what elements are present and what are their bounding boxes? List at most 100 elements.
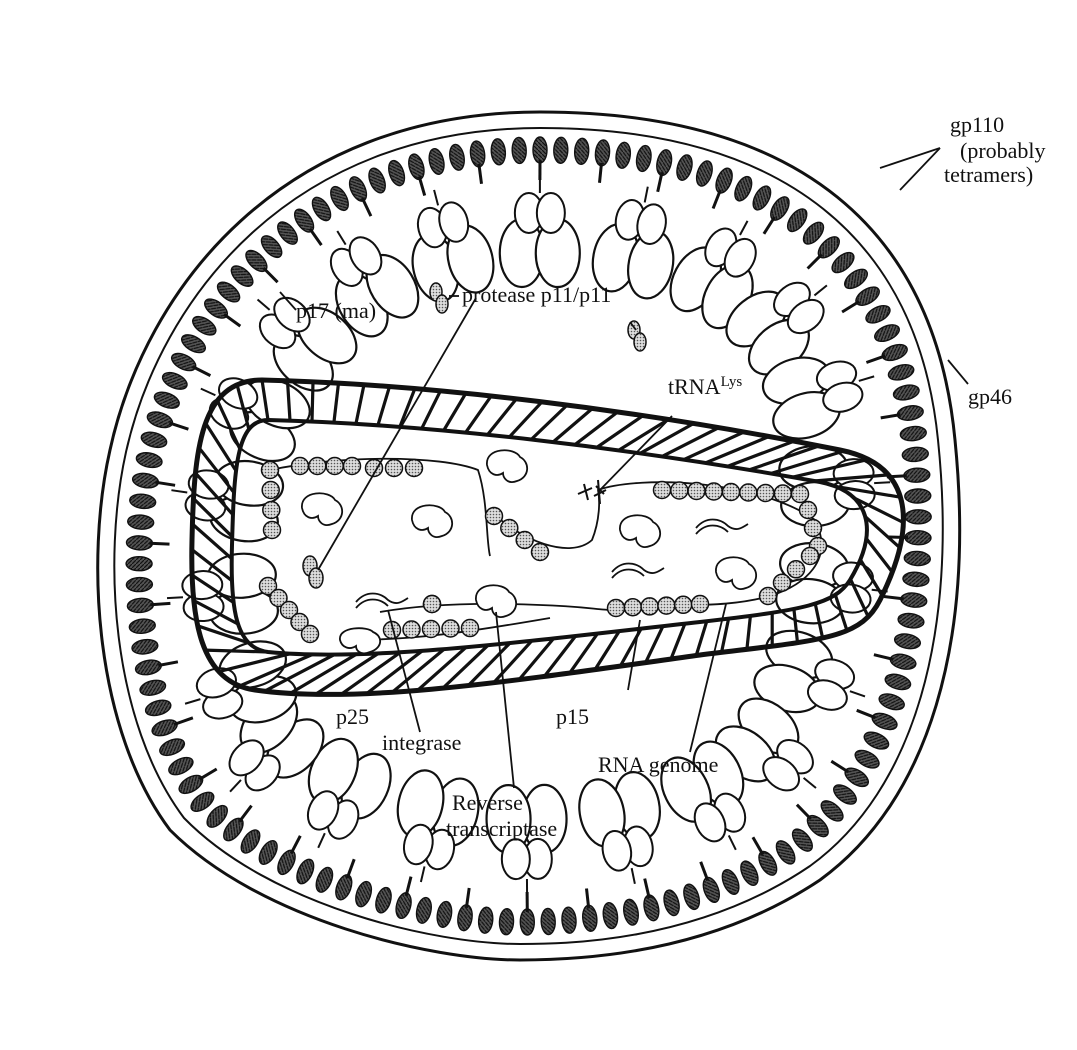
matrix-protein bbox=[520, 909, 534, 935]
matrix-protein bbox=[581, 905, 598, 932]
nucleocapsid-bead bbox=[423, 621, 440, 638]
matrix-spoke bbox=[888, 537, 908, 538]
nucleocapsid-bead bbox=[486, 508, 503, 525]
matrix-spoke bbox=[753, 837, 763, 854]
matrix-protein bbox=[719, 867, 742, 896]
nucleocapsid-beads bbox=[260, 458, 827, 643]
matrix-protein bbox=[499, 908, 514, 935]
matrix-protein bbox=[905, 530, 931, 545]
matrix-protein bbox=[713, 166, 736, 195]
matrix-protein bbox=[750, 183, 775, 213]
matrix-spoke bbox=[264, 268, 278, 282]
matrix-spoke bbox=[419, 176, 425, 195]
matrix-protein bbox=[256, 838, 281, 868]
matrix-spoke bbox=[224, 314, 240, 326]
matrix-protein bbox=[853, 283, 882, 309]
nucleocapsid-bead bbox=[442, 620, 459, 637]
matrix-protein bbox=[353, 880, 374, 909]
label-rna-genome: RNA genome bbox=[598, 752, 718, 777]
matrix-protein bbox=[150, 717, 179, 739]
matrix-protein bbox=[893, 632, 921, 651]
gp110-spike bbox=[574, 768, 674, 892]
gp110-spike bbox=[774, 540, 892, 631]
nucleocapsid-bead bbox=[774, 485, 791, 502]
matrix-spoke bbox=[169, 423, 188, 429]
matrix-spoke bbox=[291, 836, 300, 854]
matrix-protein bbox=[126, 535, 153, 550]
capsid-rib bbox=[418, 647, 467, 690]
matrix-protein bbox=[533, 137, 547, 163]
nucleocapsid-bead bbox=[675, 596, 692, 613]
matrix-protein bbox=[574, 138, 590, 165]
nucleocapsid-bead bbox=[805, 520, 822, 537]
matrix-protein bbox=[490, 138, 506, 165]
matrix-protein bbox=[129, 618, 156, 635]
capsid-rib bbox=[671, 624, 685, 659]
matrix-spoke bbox=[362, 198, 371, 216]
matrix-protein bbox=[160, 369, 189, 392]
matrix-protein bbox=[127, 514, 154, 530]
capsid-rib bbox=[866, 538, 892, 572]
matrix-protein bbox=[900, 592, 927, 609]
matrix-spoke bbox=[347, 859, 354, 878]
nucleocapsid-bead bbox=[658, 597, 675, 614]
matrix-protein bbox=[872, 322, 901, 345]
capsid-rib bbox=[488, 399, 517, 435]
capsid-rib bbox=[706, 437, 769, 463]
matrix-protein bbox=[905, 510, 931, 524]
matrix-spoke bbox=[857, 710, 876, 717]
matrix-spoke bbox=[764, 217, 775, 234]
matrix-protein bbox=[512, 137, 527, 164]
capsid-rib bbox=[334, 383, 339, 422]
matrix-spoke bbox=[713, 190, 720, 209]
matrix-protein bbox=[694, 159, 715, 188]
matrix-protein bbox=[145, 409, 174, 430]
matrix-protein bbox=[903, 467, 930, 482]
matrix-protein bbox=[152, 389, 181, 411]
nucleocapsid-bead bbox=[723, 484, 740, 501]
capsid-rib bbox=[662, 428, 719, 457]
matrix-spoke bbox=[174, 718, 193, 725]
matrix-spoke bbox=[842, 302, 859, 313]
matrix-protein bbox=[294, 857, 318, 886]
matrix-protein bbox=[661, 888, 681, 917]
nucleocapsid-bead bbox=[263, 502, 280, 519]
nucleocapsid-bead bbox=[424, 596, 441, 613]
label-integrase: integrase bbox=[382, 730, 461, 755]
matrix-protein bbox=[135, 451, 163, 470]
capsid-rib bbox=[696, 621, 707, 655]
matrix-protein bbox=[635, 144, 653, 172]
matrix-protein bbox=[681, 882, 702, 911]
label-gp110: gp110 bbox=[950, 112, 1004, 137]
matrix-protein bbox=[902, 446, 929, 462]
matrix-protein bbox=[594, 139, 610, 166]
capsid-rib bbox=[747, 616, 751, 649]
matrix-protein bbox=[309, 194, 335, 223]
matrix-spoke bbox=[150, 603, 170, 604]
matrix-spoke bbox=[155, 482, 175, 485]
matrix-spoke bbox=[866, 356, 885, 363]
matrix-spoke bbox=[797, 805, 811, 819]
nucleocapsid-bead bbox=[624, 599, 641, 616]
label-p15: p15 bbox=[556, 704, 589, 729]
matrix-protein bbox=[456, 904, 474, 932]
matrix-protein bbox=[477, 907, 494, 934]
matrix-protein bbox=[889, 652, 918, 672]
matrix-protein bbox=[394, 891, 414, 920]
label-reverse-transcriptase: transcriptase bbox=[446, 816, 557, 841]
matrix-protein bbox=[755, 849, 780, 879]
nucleocapsid-bead bbox=[462, 620, 479, 637]
nucleocapsid-bead bbox=[406, 460, 423, 477]
matrix-spoke bbox=[158, 662, 178, 666]
matrix-protein bbox=[767, 194, 793, 223]
nucleocapsid-bead bbox=[788, 561, 805, 578]
gp110-spike bbox=[500, 177, 580, 287]
nucleocapsid-bead bbox=[800, 502, 817, 519]
capsid-rib bbox=[640, 424, 693, 454]
matrix-protein bbox=[655, 148, 674, 176]
nucleocapsid-bead bbox=[403, 621, 420, 638]
matrix-protein bbox=[346, 174, 370, 203]
matrix-spoke bbox=[406, 877, 411, 896]
matrix-protein bbox=[863, 302, 893, 326]
matrix-protein bbox=[176, 772, 206, 797]
